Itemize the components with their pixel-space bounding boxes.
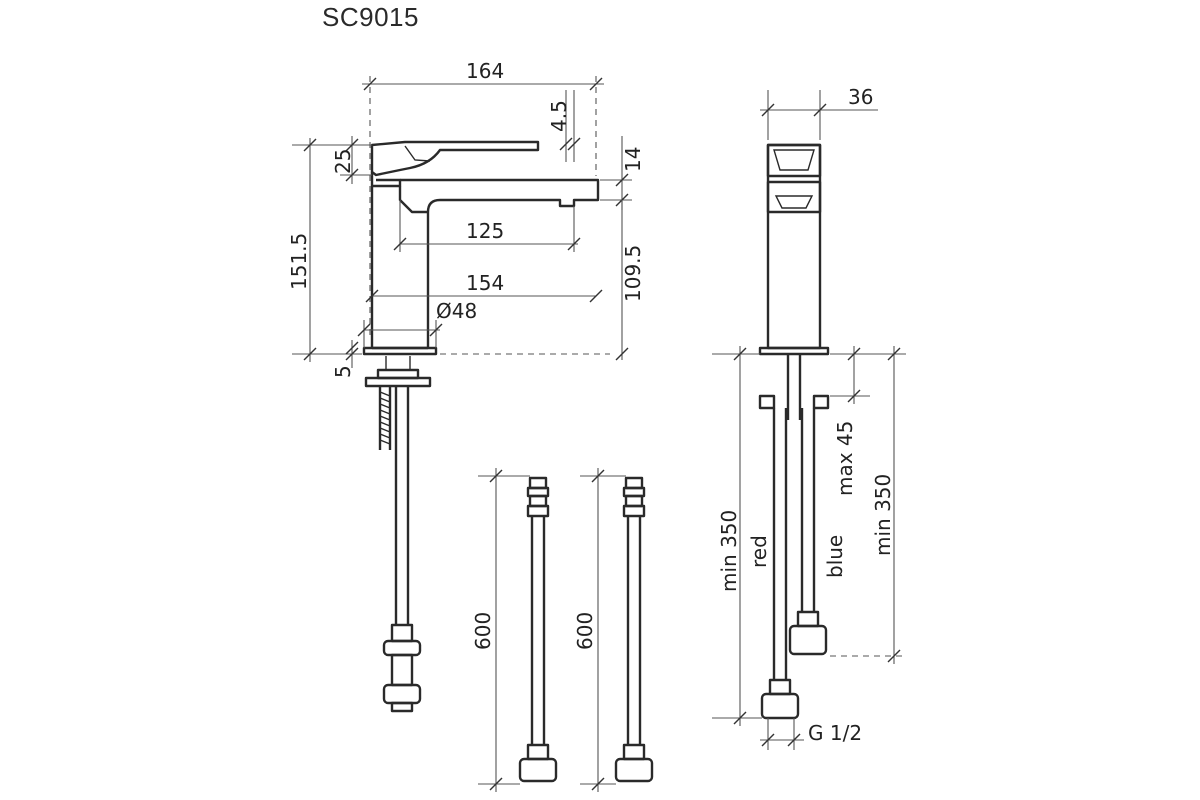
front-base-plate	[758, 346, 830, 356]
hot-hose	[760, 408, 800, 720]
hose-dimensions: 600 600	[471, 468, 626, 792]
dim-hose-600-b: 600	[573, 612, 597, 650]
flexible-hose-a	[518, 476, 558, 783]
dim-151-5: 151.5	[287, 233, 311, 290]
base-plate	[362, 346, 438, 356]
dim-hose-600-a: 600	[471, 612, 495, 650]
dim-5: 5	[331, 365, 355, 378]
dim-min-350-right: min 350	[871, 474, 895, 556]
dim-14: 14	[621, 147, 645, 172]
front-spout-outlet	[766, 180, 822, 214]
dim-154: 154	[466, 271, 504, 295]
dim-g-1-2: G 1/2	[808, 721, 862, 745]
fixing-washer	[364, 376, 432, 388]
drawing-title: SC9015	[322, 2, 419, 32]
dim-4-5: 4.5	[547, 100, 571, 132]
faucet-front-view	[758, 143, 904, 720]
front-lever	[766, 143, 822, 178]
dim-36: 36	[848, 85, 873, 109]
dim-min-350-left: min 350	[717, 510, 741, 592]
flexible-hose-b	[614, 476, 654, 783]
side-view-dimensions: 164 4.5 25 14 151.5 125 109.5	[287, 59, 645, 378]
dim-164: 164	[466, 59, 504, 83]
dim-max-45: max 45	[833, 421, 857, 496]
dim-125: 125	[466, 219, 504, 243]
hot-label: red	[747, 535, 771, 568]
dim-25: 25	[331, 149, 355, 174]
dim-109-5: 109.5	[621, 245, 645, 302]
lever-handle	[370, 140, 540, 177]
cold-label: blue	[823, 535, 847, 578]
threaded-rod	[378, 386, 392, 450]
faucet-body	[370, 186, 430, 348]
front-view-dimensions: 36 min 350 red blue max 45 min 350 G 1/2	[712, 85, 906, 750]
hose-fitting-side	[382, 623, 422, 713]
faucet-side-view	[362, 76, 610, 713]
spout	[400, 178, 600, 213]
cold-hose	[788, 408, 828, 656]
dim-diameter-48: Ø48	[436, 299, 477, 323]
